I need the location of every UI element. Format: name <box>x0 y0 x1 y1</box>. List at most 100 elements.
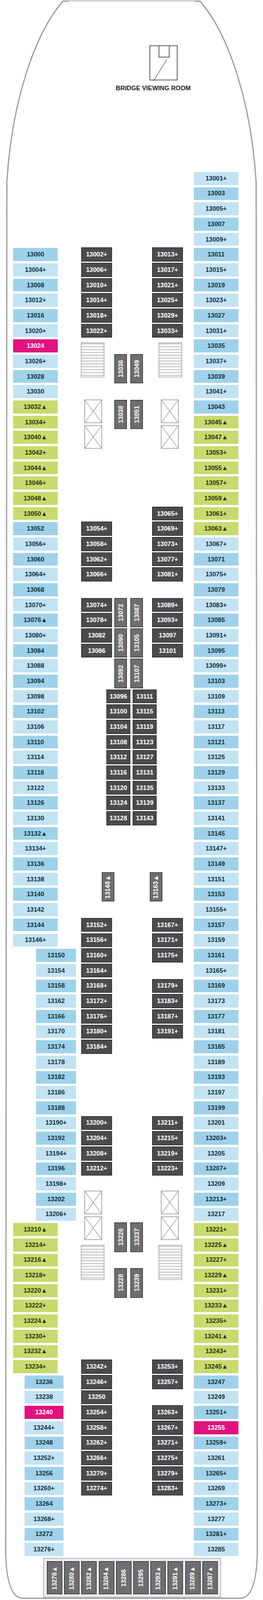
cabin-box: 13206+ <box>35 1208 77 1223</box>
cabin-number: 13177 <box>207 1014 226 1021</box>
cabin-number: 13150 <box>47 953 66 960</box>
cabin-box: 13042+ <box>12 445 59 461</box>
cabin-box: 13099+ <box>193 659 239 674</box>
cabin-number: 13159 <box>207 937 226 944</box>
cabin-box: 13278▲ <box>46 1562 63 1596</box>
cabin-box: 13060 <box>12 552 59 568</box>
cabin-number: 13226 <box>117 1229 125 1248</box>
cabin-box: 13191+ <box>152 1025 183 1040</box>
cabin-box: 13140 <box>12 887 59 903</box>
cabin-number: 13182 <box>47 1074 66 1082</box>
cabin-number: 13223+ <box>156 1166 178 1173</box>
cabin-number: 13071 <box>207 556 226 564</box>
cabin-number: 13133 <box>207 785 226 792</box>
cabin-number: 13218+ <box>24 1273 46 1280</box>
cabin-number: 13016 <box>26 312 45 320</box>
cabin-box: 13262+ <box>81 1437 113 1452</box>
cabin-box: 13073+ <box>152 537 183 552</box>
cabin-number: 13282▲ <box>85 1567 93 1591</box>
cabin-number: 13143 <box>136 815 154 823</box>
cabin-box: 13248 <box>24 1437 65 1452</box>
cabin-box: 13208+ <box>81 1147 113 1162</box>
cabin-number: 13127 <box>136 754 154 761</box>
cabin-number: 13128 <box>109 815 128 823</box>
cabin-number: 13115 <box>136 708 154 716</box>
cabin-box: 13083+ <box>193 598 239 613</box>
cabin-box: 13176+ <box>81 1010 113 1025</box>
cabin-number: 13271+ <box>156 1440 178 1448</box>
cabin-box: 13078+ <box>81 613 113 628</box>
cabin-box: 13094 <box>12 674 59 689</box>
cabin-box: 13047▲ <box>193 430 239 445</box>
cabin-box: 13129 <box>193 766 239 781</box>
cabin-box: 13282▲ <box>81 1562 97 1596</box>
cabin-number: 13164+ <box>85 968 107 975</box>
cabin-box: 13082 <box>81 628 113 644</box>
cabin-number: 13008 <box>26 282 45 289</box>
cabin-number: 13056+ <box>24 541 46 548</box>
cabin-number: 13038 <box>117 405 125 424</box>
cabin-box: 13132▲ <box>12 827 59 842</box>
cabin-box: 13081+ <box>152 567 183 583</box>
cabin-number: 13060 <box>26 556 45 564</box>
cabin-number: 13119 <box>136 724 154 731</box>
cabin-box: 13093+ <box>152 613 183 628</box>
cabin-number: 13253+ <box>156 1364 178 1372</box>
cabin-box: 13192 <box>35 1132 77 1147</box>
cabin-number: 13274+ <box>85 1486 107 1493</box>
cabin-box: 13272 <box>24 1528 65 1544</box>
cabin-box: 13232▲ <box>12 1345 59 1361</box>
cabin-number: 13142 <box>26 907 45 914</box>
cabin-number: 13188 <box>47 1105 66 1113</box>
cabin-number: 13176+ <box>85 1014 107 1021</box>
cabin-number: 13015+ <box>205 267 227 274</box>
cabin-box: 13285 <box>193 1543 239 1558</box>
cabin-box: 13281+ <box>193 1528 239 1544</box>
cabin-number: 13196 <box>47 1166 66 1173</box>
cabin-number: 13074+ <box>85 602 107 609</box>
cabin-number: 13185 <box>207 1044 226 1051</box>
cabin-box: 13091+ <box>193 628 239 644</box>
cabin-number: 13118 <box>26 770 45 777</box>
cabin-number: 13147+ <box>205 846 227 853</box>
cabin-box: 13235+ <box>193 1315 239 1330</box>
cabin-number: 13105 <box>133 634 141 653</box>
cabin-box: 13274+ <box>81 1483 113 1498</box>
cabin-box: 13143 <box>132 811 157 827</box>
cabin-box: 13218+ <box>12 1269 59 1284</box>
cabin-number: 13077+ <box>156 556 178 564</box>
cabin-number: 13013+ <box>156 251 178 258</box>
cabin-box: 13101 <box>152 644 183 659</box>
cabin-box: 13170 <box>35 1025 77 1040</box>
cabin-box: 13117 <box>193 720 239 735</box>
cabin-number: 13181 <box>207 1029 226 1036</box>
cabin-number: 13029+ <box>156 312 178 320</box>
cabin-number: 13032▲ <box>23 404 47 411</box>
cabin-box: 13154 <box>35 964 77 979</box>
cabin-box: 13106 <box>12 720 59 735</box>
cabin-number: 13034+ <box>24 419 46 426</box>
cabin-number: 13165+ <box>205 968 227 975</box>
cabin-number: 13048▲ <box>23 495 47 502</box>
cabin-box: 13067+ <box>193 537 239 552</box>
cabin-box: 13141 <box>193 811 239 827</box>
cabin-number: 13269 <box>207 1486 226 1493</box>
cabin-box: 13147+ <box>193 842 239 857</box>
cabin-box: 13180+ <box>81 1025 113 1040</box>
cabin-number: 13293▲ <box>154 1567 162 1591</box>
cabin-box: 13256 <box>24 1467 65 1482</box>
cabin-number: 13156+ <box>85 937 107 944</box>
cabin-number: 13022+ <box>85 328 107 335</box>
cabin-number: 13244+ <box>33 1425 55 1433</box>
cabin-box: 13271+ <box>152 1437 183 1452</box>
cabin-box: 13065+ <box>152 507 183 522</box>
cabin-number: 13273+ <box>205 1501 227 1509</box>
cabin-box: 13226 <box>114 1223 127 1253</box>
cabin-box: 13244+ <box>24 1421 65 1437</box>
cabin-number: 13173 <box>207 998 226 1006</box>
cabin-number: 13012+ <box>24 297 46 304</box>
cabin-number: 13075+ <box>205 571 227 579</box>
cabin-number: 13009+ <box>205 236 227 243</box>
cabin-box: 13211+ <box>152 1117 183 1132</box>
cabin-box: 13225▲ <box>193 1238 239 1254</box>
